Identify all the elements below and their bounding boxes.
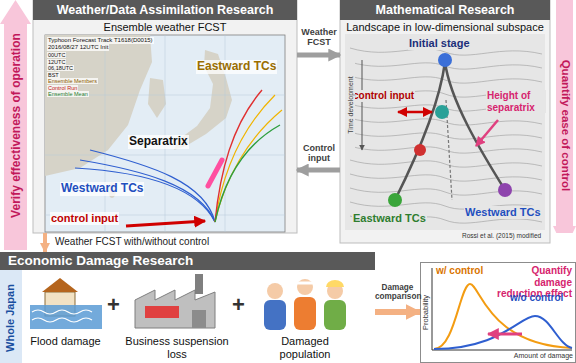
panel-ground <box>33 0 297 233</box>
research-panel: Weather/Data Assimilation ResearchEnsemb… <box>33 0 297 233</box>
connector-label: Weather FCST <box>299 27 339 48</box>
annotation-label: Height of separatrix <box>486 90 546 113</box>
annotation-label: Business suspension loss <box>122 335 232 360</box>
annotation-label: Ensemble Mean <box>47 91 89 97</box>
state-ball <box>414 144 426 156</box>
time-arrow <box>362 60 363 150</box>
land <box>148 78 166 118</box>
panel-ground <box>340 0 550 243</box>
annotation-label: Control Run <box>47 85 78 91</box>
person-body <box>264 300 286 330</box>
state-ball <box>388 193 402 207</box>
annotation-label: + <box>107 292 120 317</box>
roof <box>42 278 78 292</box>
panel-header: Mathematical Research <box>340 0 550 20</box>
connector-label: Weather FCST with/without control <box>54 236 210 248</box>
annotation-label: 06,18UTC <box>47 65 74 71</box>
panel-header: Weather/Data Assimilation Research <box>33 0 297 20</box>
annotation-label: Eastward TCs <box>352 212 427 225</box>
grid-line <box>45 35 285 232</box>
wave <box>32 310 92 322</box>
annotation-label: w/ control <box>436 265 483 277</box>
arrow-band-shape <box>0 0 31 250</box>
annotation-label: Initial stage <box>408 37 471 50</box>
annotation-label: Probability <box>422 285 431 340</box>
band-label: Verify effectiveness of operation <box>0 0 31 250</box>
connector-label: Control input <box>299 143 339 164</box>
person-body <box>294 297 316 330</box>
annotation-label: Rossi et al. (2015) modified <box>462 232 541 239</box>
annotation-label: 12UTC <box>47 59 66 65</box>
valley <box>395 62 445 200</box>
flow-arrow <box>297 168 340 173</box>
sea <box>45 35 285 232</box>
annotation-label: Typhoon Forecast Track T1618(D0015) <box>47 37 154 44</box>
annotation-label: Westward TCs <box>464 206 542 219</box>
water <box>30 305 102 329</box>
state-ball <box>498 183 512 197</box>
flood-icon <box>30 278 102 329</box>
separatrix-arrow <box>476 120 498 146</box>
annotation-label: Westward TCs <box>60 182 144 196</box>
annotation-label: BST <box>47 72 60 78</box>
annotation-label: + <box>232 292 245 317</box>
region-band <box>0 270 22 363</box>
control-run-track <box>215 90 262 222</box>
person-body <box>324 300 346 330</box>
factory-icon <box>135 274 215 328</box>
control-arrow <box>398 111 432 114</box>
flow-arrow <box>297 53 340 58</box>
control-arrow <box>126 221 205 226</box>
landscape-illustration <box>345 34 545 230</box>
connector-label: Damage comparison <box>375 283 420 302</box>
state-ball <box>435 105 449 119</box>
reduction-arrow <box>488 333 522 336</box>
person-head <box>297 279 313 295</box>
bandage <box>297 282 313 285</box>
ensemble-mean-track <box>215 125 280 222</box>
annotation-label: Flood damage <box>28 335 103 348</box>
annotation-label: control input <box>352 90 415 102</box>
annotation-label: 00UTC <box>47 52 66 58</box>
panel-subtitle: Landscape in low-dimensional subspace <box>340 21 550 34</box>
flow-arrow <box>43 233 47 252</box>
people-icon <box>264 279 346 330</box>
landscape-ground <box>345 34 545 230</box>
arrow-band-shape <box>553 0 576 233</box>
chimney <box>195 274 203 294</box>
chart-box: Quantify damage reduction effect <box>420 262 576 363</box>
separatrix-mark <box>208 160 222 186</box>
annotation-label: control input <box>50 212 119 225</box>
annotation-label: Ensemble Members <box>47 78 98 84</box>
factory <box>135 290 215 328</box>
flow-arrow <box>375 309 420 315</box>
annotation-label: Eastward TCs <box>196 60 277 74</box>
arrow-band: Verify effectiveness of operation <box>0 0 31 250</box>
without-control-curve <box>434 316 572 349</box>
state-ball <box>438 53 452 67</box>
helmet <box>326 280 344 287</box>
contour-line <box>350 48 542 223</box>
typhoon-map <box>45 35 285 232</box>
annotation-label: w/o control <box>510 292 563 304</box>
annotation-label: Amount of damage <box>498 352 573 360</box>
panel-subtitle: Ensemble weather FCST <box>33 21 297 34</box>
valley <box>445 62 505 190</box>
arrow-band: Quantify ease of control <box>553 0 576 250</box>
annotation-label: Whole Japan <box>4 278 17 358</box>
person-head <box>267 283 283 299</box>
band-label: Quantify ease of control <box>553 0 576 250</box>
annotation-label: 2016/08/27 12UTC Init <box>47 44 109 51</box>
closed-sign <box>145 306 179 318</box>
annotation-label: Time development <box>347 60 355 150</box>
annotation-label: Separatrix <box>128 135 189 149</box>
door <box>192 310 206 328</box>
panel-header: Economic Damage Research <box>0 252 375 270</box>
annotation-label: Damaged population <box>255 335 355 360</box>
